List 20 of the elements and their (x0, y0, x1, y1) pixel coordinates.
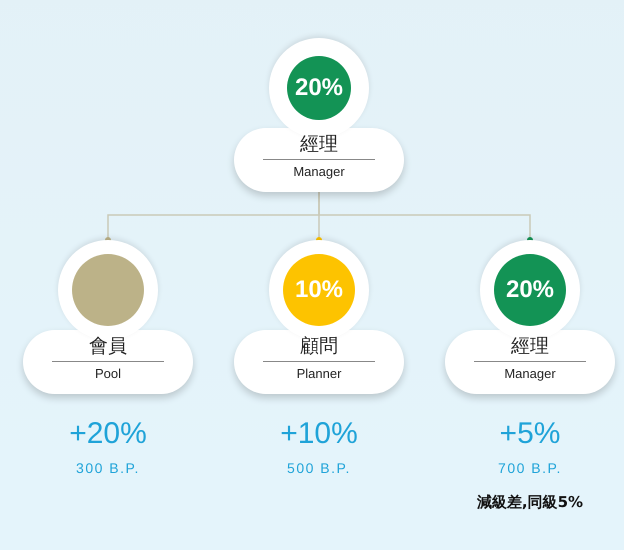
points-text: 300 B.P. (76, 459, 140, 478)
bonus-percent: +20% (69, 416, 147, 452)
points-text: 700 B.P. (498, 459, 562, 478)
role-subtitle: Manager (504, 365, 556, 383)
role-card (234, 240, 404, 394)
role-subtitle: Pool (94, 365, 122, 383)
note-text: 減級差,同級5% (476, 492, 584, 512)
bonus-percent: +5% (500, 416, 560, 452)
bonus-percent: +10% (280, 416, 358, 452)
role-title: 經理 (511, 334, 549, 358)
role-card (445, 240, 615, 394)
connector-line (318, 192, 533, 243)
role-card (234, 38, 404, 192)
role-title: 經理 (300, 132, 338, 156)
role-title: 顧問 (300, 334, 338, 358)
role-subtitle: Planner (296, 365, 342, 383)
role-title: 會員 (89, 334, 127, 358)
role-subtitle: Manager (293, 163, 345, 181)
role-card (23, 240, 193, 394)
points-text: 500 B.P. (287, 459, 351, 478)
